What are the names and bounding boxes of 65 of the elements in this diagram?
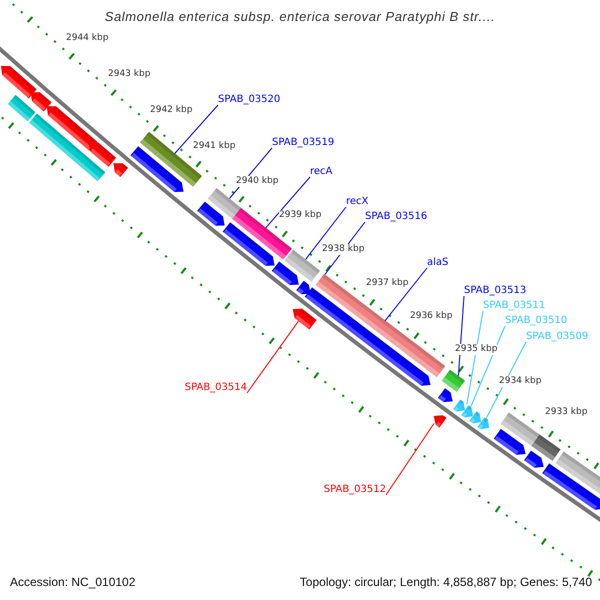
leader-line [305,206,346,260]
leader-line [174,104,218,154]
gene-block [272,262,299,285]
gene-block [292,308,317,330]
gene-bar [8,94,36,122]
gene-block [304,287,430,386]
scale-label: 2944 kbp [66,33,108,44]
gene-bar [284,250,320,282]
leader-line [384,268,428,322]
footer-text: Accession: NC_010102 [10,575,136,589]
gene-label: SPAB_03516 [365,211,428,223]
scale-label: 2937 kbp [366,278,408,289]
leader-line [458,296,464,376]
leader-line [246,320,299,394]
gene-block [197,202,225,226]
gene-label: SPAB_03519 [272,137,334,149]
gene-bar [29,114,106,182]
gene-bar [442,370,465,392]
gene-label: alaS [427,257,448,269]
footer-text: Topology: circular; Length: 4,858,887 bp; Genes: 5,740 [300,575,592,589]
gene-block [222,222,275,266]
gene-label: SPAB_03509 [526,331,588,343]
leader-line [466,310,484,405]
gene-block [30,92,52,112]
gene-block [46,106,98,151]
gene-label: SPAB_03513 [464,285,526,297]
title: Salmonella enterica subsp. enterica serovar Paratyphi B str.... [104,9,496,24]
gene-label: SPAB_03520 [218,94,280,106]
scale-label: 2936 kbp [410,311,452,322]
gene-bar [208,188,242,220]
gene-block [453,400,465,412]
leader-line [470,326,506,408]
scale-label: 2943 kbp [108,69,150,80]
gene-bar [500,412,540,446]
gene-label: recA [310,166,332,178]
scale-label: 2940 kbp [236,176,278,187]
gene-block [478,417,490,430]
gene-label: recX [346,196,368,208]
gene-block [461,405,473,418]
gene-label: SPAB_03512 [324,484,386,496]
scale-label: 2933 kbp [545,407,588,418]
gene-block [434,415,446,428]
gene-block [542,463,600,510]
gene-block [113,163,128,177]
gene-block [130,146,184,192]
scale-label: 2942 kbp [150,105,192,116]
scale-label: 2938 kbp [322,244,364,255]
scale-label: 2939 kbp [279,210,322,221]
gene-block [524,450,544,468]
gene-block [494,428,526,455]
gene-bar [531,434,561,461]
scale-label: 2935 kbp [455,344,498,355]
gene-block [88,142,116,167]
leader-line [265,176,310,228]
gene-bar [556,452,600,497]
leader-line [386,423,434,496]
gene-label: SPAB_03511 [483,300,546,312]
gene-label: SPAB_03514 [184,382,247,394]
gene-label: SPAB_03510 [505,315,568,327]
scale-label: 2934 kbp [499,376,542,387]
gene-block [438,388,453,402]
scale-label: 2941 kbp [193,141,236,152]
gene-block [296,280,311,294]
gene-block [1,66,37,98]
gene-block [469,411,482,424]
